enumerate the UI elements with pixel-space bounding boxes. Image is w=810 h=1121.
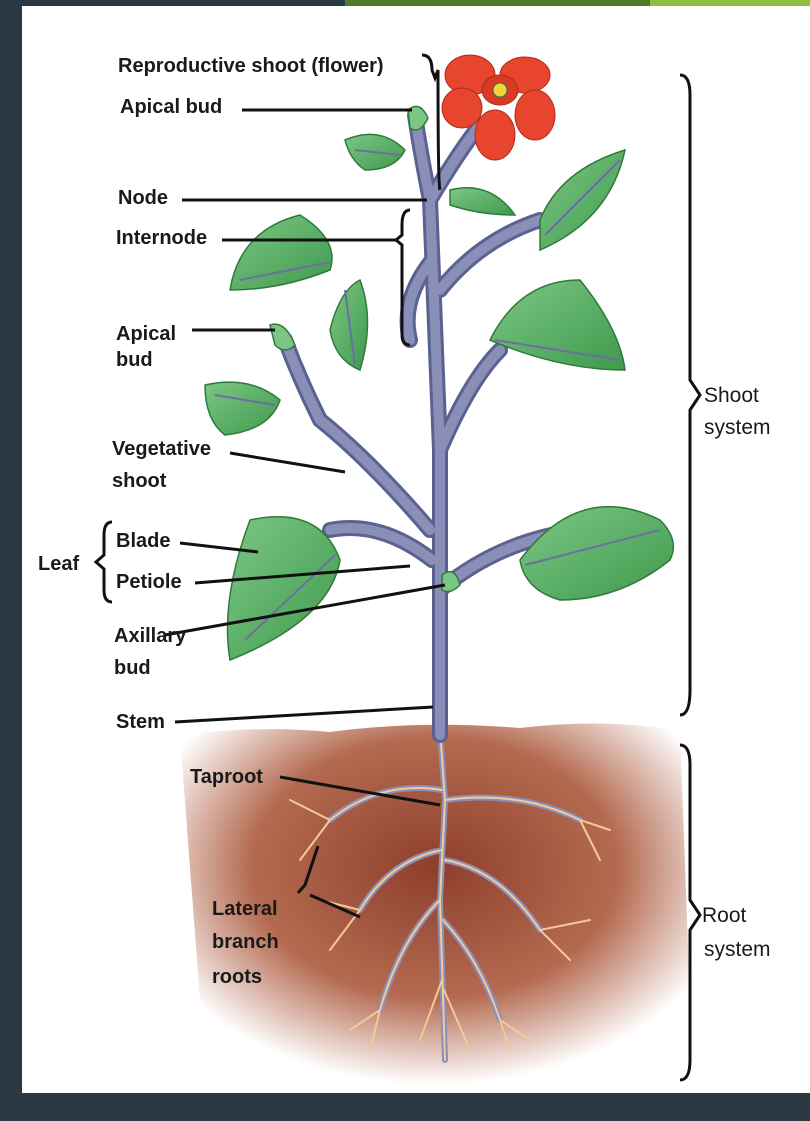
label-axillary-line2: bud — [114, 657, 151, 679]
label-lateral-line2: branch — [212, 931, 279, 953]
label-reproductive-shoot: Reproductive shoot (flower) — [118, 55, 384, 77]
diagram-slide: Reproductive shoot (flower) Apical bud N… — [22, 6, 810, 1093]
leaf-lower-right — [520, 507, 673, 600]
leaf-upper-right — [540, 150, 625, 250]
label-petiole: Petiole — [116, 571, 182, 593]
label-apical-bud-top: Apical bud — [120, 96, 222, 118]
label-stem: Stem — [116, 711, 165, 733]
label-shoot-system-line1: Shoot — [704, 384, 759, 407]
label-lateral-line3: roots — [212, 966, 262, 988]
leaf-mid-left — [205, 382, 280, 435]
label-node: Node — [118, 187, 168, 209]
plant-diagram: Reproductive shoot (flower) Apical bud N… — [22, 6, 810, 1093]
label-axillary-line1: Axillary — [114, 625, 187, 647]
label-taproot: Taproot — [190, 766, 263, 788]
leaf-mid-right — [490, 280, 625, 370]
label-internode: Internode — [116, 227, 207, 249]
stem — [285, 115, 580, 735]
bracket-leaf — [96, 522, 112, 602]
label-shoot-system-line2: system — [704, 416, 771, 439]
leaf-lower-left — [228, 517, 341, 660]
label-apical-bud-line2: bud — [116, 349, 153, 371]
label-root-system-line2: system — [704, 938, 771, 961]
label-lateral-line1: Lateral — [212, 898, 278, 920]
label-leaf: Leaf — [38, 553, 79, 575]
label-blade: Blade — [116, 530, 170, 552]
slide-sidebar — [0, 0, 22, 1121]
label-vegetative-line2: shoot — [112, 470, 167, 492]
leaf-top-small — [450, 188, 515, 215]
label-root-system-line1: Root — [702, 904, 747, 927]
bud-apical-left — [270, 324, 295, 350]
bracket-shoot — [680, 75, 700, 715]
label-vegetative-line1: Vegetative — [112, 438, 211, 460]
label-apical-bud-line1: Apical — [116, 323, 176, 345]
